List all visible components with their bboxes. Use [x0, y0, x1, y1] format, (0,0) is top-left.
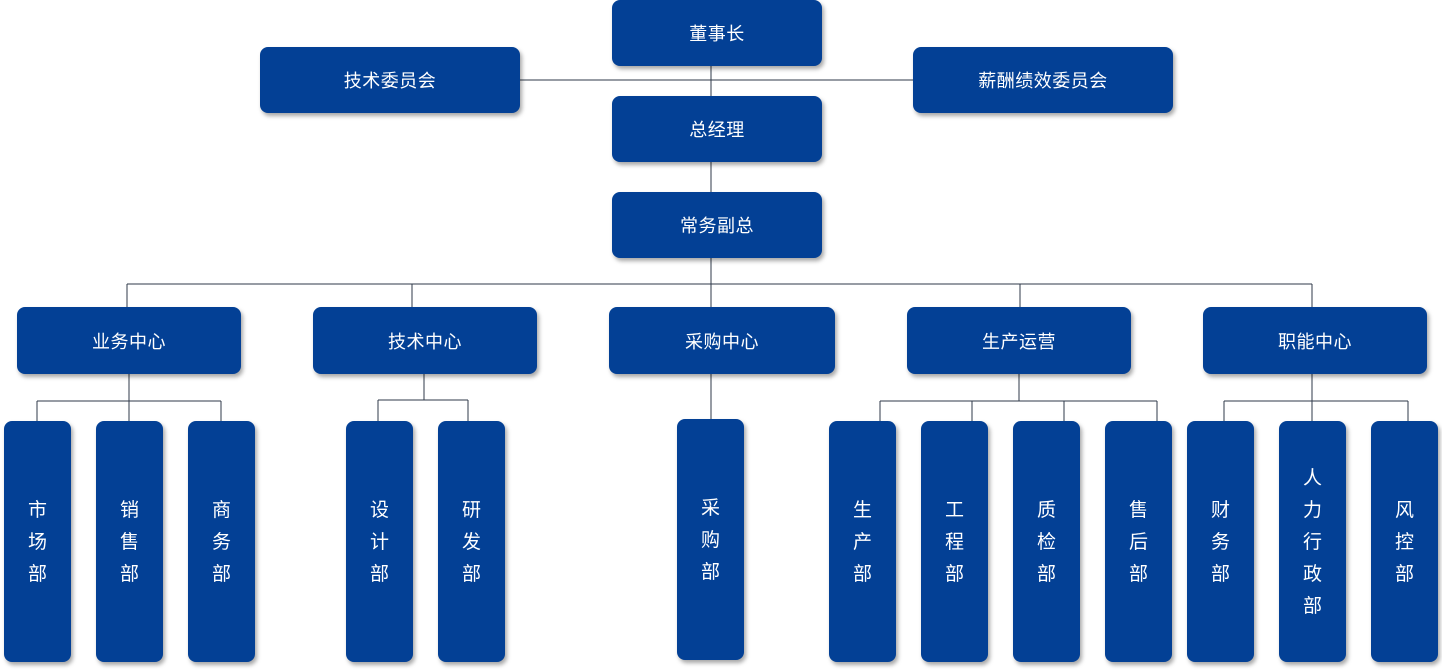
department-char: 部: [852, 562, 872, 585]
center-technology-box: 技术中心: [313, 307, 537, 374]
center-functions-box: 职能中心: [1203, 307, 1427, 374]
tech-committee-label: 技术委员会: [343, 71, 437, 92]
department-procurement-box: 采 购 部: [677, 419, 744, 660]
tech-committee-box: 技术委员会: [260, 47, 520, 113]
department-char: 商: [211, 498, 231, 521]
department-char: 采: [700, 496, 720, 519]
center-label: 生产运营: [982, 331, 1056, 353]
department-aftersales-box: 售 后 部: [1105, 421, 1172, 662]
department-char: 研: [461, 498, 481, 521]
department-char: 部: [211, 562, 231, 585]
department-char: 质: [1036, 498, 1056, 521]
department-char: 计: [369, 530, 389, 553]
department-engineering-box: 工 程 部: [921, 421, 988, 662]
department-sales-box: 销 售 部: [96, 421, 163, 662]
chairman-label: 董事长: [689, 24, 745, 45]
department-char: 购: [700, 528, 720, 551]
department-char: 控: [1394, 530, 1414, 553]
center-label: 采购中心: [685, 331, 759, 353]
department-char: 部: [1128, 562, 1148, 585]
department-hr-admin-box: 人 力 行 政 部: [1279, 421, 1346, 662]
department-design-box: 设 计 部: [346, 421, 413, 662]
general-manager-box: 总经理: [612, 96, 822, 162]
department-char: 政: [1302, 562, 1322, 585]
department-char: 人: [1302, 466, 1322, 489]
department-char: 部: [369, 562, 389, 585]
department-char: 部: [119, 562, 139, 585]
department-risk-control-box: 风 控 部: [1371, 421, 1438, 662]
department-char: 程: [944, 530, 964, 553]
department-char: 风: [1394, 498, 1414, 521]
department-char: 后: [1128, 530, 1148, 553]
department-char: 力: [1302, 498, 1322, 521]
department-char: 售: [1128, 498, 1148, 521]
department-char: 生: [852, 498, 872, 521]
department-char: 工: [944, 498, 964, 521]
center-label: 业务中心: [92, 331, 166, 353]
center-operations-box: 生产运营: [907, 307, 1131, 374]
department-char: 销: [119, 498, 139, 521]
executive-vp-label: 常务副总: [680, 216, 754, 237]
department-char: 部: [1302, 594, 1322, 617]
department-char: 检: [1036, 530, 1056, 553]
department-char: 务: [1210, 530, 1230, 553]
department-char: 部: [700, 560, 720, 583]
department-char: 设: [369, 498, 389, 521]
department-char: 发: [461, 530, 481, 553]
general-manager-label: 总经理: [689, 120, 745, 141]
department-char: 部: [27, 562, 47, 585]
pay-committee-label: 薪酬绩效委员会: [978, 71, 1108, 92]
department-production-box: 生 产 部: [829, 421, 896, 662]
department-char: 部: [944, 562, 964, 585]
department-char: 部: [1394, 562, 1414, 585]
center-label: 职能中心: [1278, 331, 1352, 353]
department-marketing-box: 市 场 部: [4, 421, 71, 662]
department-char: 部: [1210, 562, 1230, 585]
department-char: 售: [119, 530, 139, 553]
department-char: 产: [852, 530, 872, 553]
department-char: 财: [1210, 498, 1230, 521]
department-char: 务: [211, 530, 231, 553]
department-finance-box: 财 务 部: [1187, 421, 1254, 662]
department-char: 部: [1036, 562, 1056, 585]
center-label: 技术中心: [388, 331, 462, 353]
department-char: 场: [27, 530, 47, 553]
department-char: 部: [461, 562, 481, 585]
department-char: 行: [1302, 530, 1322, 553]
center-procurement-box: 采购中心: [609, 307, 835, 374]
pay-committee-box: 薪酬绩效委员会: [913, 47, 1173, 113]
department-rnd-box: 研 发 部: [438, 421, 505, 662]
executive-vp-box: 常务副总: [612, 192, 822, 258]
department-quality-box: 质 检 部: [1013, 421, 1080, 662]
center-business-box: 业务中心: [17, 307, 241, 374]
department-char: 市: [27, 498, 47, 521]
chairman-box: 董事长: [612, 0, 822, 66]
department-commerce-box: 商 务 部: [188, 421, 255, 662]
